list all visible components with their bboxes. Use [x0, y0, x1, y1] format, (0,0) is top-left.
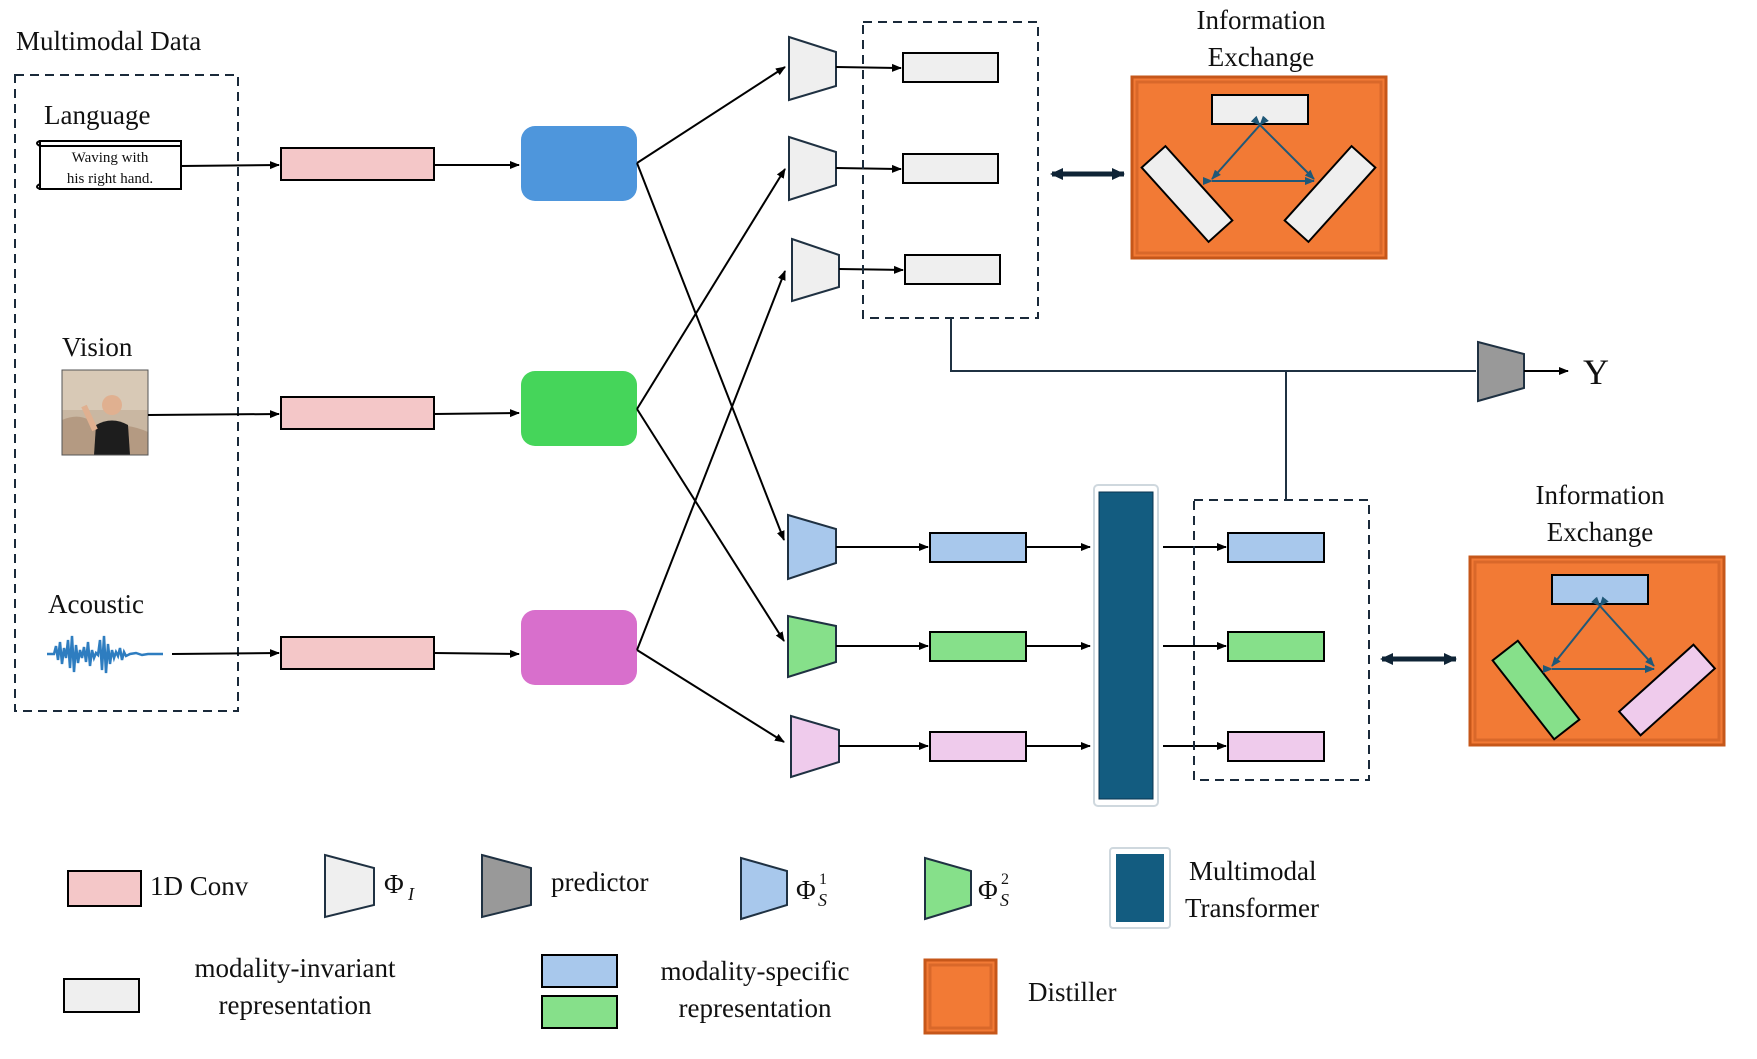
exchange-top-line2: Exchange	[1208, 42, 1314, 72]
legend-phi-i-label: Φ	[384, 869, 404, 899]
legend-conv-label: 1D Conv	[150, 871, 249, 901]
language-sample-line2: his right hand.	[67, 171, 153, 187]
language-sample-line1: Waving with	[72, 150, 149, 166]
phi-i-projector-2	[788, 135, 837, 202]
legend-phi-s1-label: Φ	[796, 875, 816, 905]
output-y-label: Y	[1583, 352, 1609, 392]
language-encoder	[521, 126, 637, 201]
legend-specific-swatch-blue	[541, 954, 618, 988]
acoustic-waveform-icon	[47, 635, 163, 674]
specific-rep-blue	[929, 532, 1027, 563]
legend-transformer-swatch	[1116, 854, 1164, 922]
distiller-bottom	[1468, 555, 1726, 747]
legend-specific-swatch-green	[541, 995, 618, 1029]
legend-predictor-swatch	[481, 853, 532, 919]
predictor-trapezoid	[1477, 340, 1525, 403]
vision-encoder	[521, 371, 637, 446]
legend-distiller-label: Distiller	[1028, 977, 1117, 1007]
vision-label: Vision	[62, 332, 133, 362]
legend-transformer-line1: Multimodal	[1189, 856, 1317, 886]
fused-rep-pink	[1227, 731, 1325, 762]
legend-phi-s1-swatch	[740, 856, 788, 921]
exchange-bottom-line2: Exchange	[1547, 517, 1653, 547]
legend-phi-s2-swatch	[924, 856, 972, 921]
fused-rep-blue	[1227, 532, 1325, 563]
legend-phi-s2-sup: 2	[1001, 871, 1009, 888]
conv-vision	[280, 396, 435, 430]
specific-group-border	[1193, 499, 1370, 781]
acoustic-label: Acoustic	[48, 589, 144, 619]
phi-s3-projector	[790, 714, 840, 779]
legend: 1D Conv Φ I predictor Φ 1 S Φ 2 S Multim…	[63, 847, 1319, 1035]
legend-transformer-line2: Transformer	[1185, 893, 1319, 923]
invariant-rep-3	[904, 254, 1001, 285]
language-label: Language	[44, 100, 150, 130]
legend-phi-s1-sub: S	[818, 890, 827, 910]
legend-predictor-label: predictor	[551, 867, 648, 897]
legend-phi-i-sub: I	[407, 884, 415, 904]
specific-rep-green	[929, 631, 1027, 662]
language-scroll-icon: Waving with his right hand.	[36, 140, 182, 190]
legend-phi-s2-label: Φ	[978, 875, 998, 905]
legend-phi-s2-sub: S	[1000, 890, 1009, 910]
phi-s2-projector	[787, 614, 837, 679]
conv-acoustic	[280, 636, 435, 670]
phi-i-projector-3	[791, 237, 840, 303]
legend-phi-i-swatch	[324, 853, 375, 919]
distiller-top	[1130, 75, 1388, 260]
input-panel-border	[14, 74, 239, 712]
invariant-rep-1	[902, 52, 999, 83]
specific-rep-pink	[929, 731, 1027, 762]
legend-invariant-swatch	[63, 978, 140, 1013]
legend-specific-line1: modality-specific	[661, 956, 850, 986]
vision-image	[61, 369, 149, 456]
legend-invariant-line2: representation	[219, 990, 372, 1020]
legend-phi-s1-sup: 1	[819, 871, 827, 888]
fused-rep-green	[1227, 631, 1325, 662]
legend-conv-swatch	[67, 870, 142, 907]
legend-invariant-line1: modality-invariant	[195, 953, 396, 983]
multimodal-data-title: Multimodal Data	[16, 26, 201, 56]
legend-distiller-swatch	[923, 958, 998, 1035]
phi-s1-projector	[787, 513, 837, 581]
legend-specific-line2: representation	[679, 993, 832, 1023]
exchange-top-line1: Information	[1197, 5, 1326, 35]
exchange-bottom-line1: Information	[1536, 480, 1665, 510]
conv-language	[280, 147, 435, 181]
phi-i-projector-1	[788, 35, 837, 102]
invariant-rep-2	[902, 153, 999, 184]
multimodal-transformer	[1098, 491, 1154, 800]
acoustic-encoder	[521, 610, 637, 685]
